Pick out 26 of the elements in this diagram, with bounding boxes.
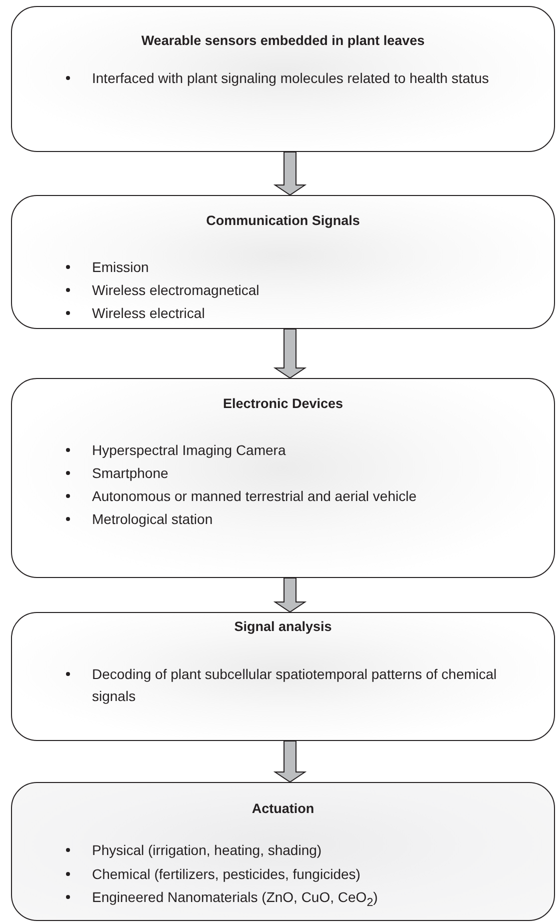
block-arrow: [273, 578, 307, 613]
bullet-text: Decoding of plant subcellular spatiotemporal patterns of chemical signals: [92, 665, 498, 706]
bullet-text: Autonomous or manned terrestrial and aerial vehicle: [92, 487, 418, 506]
box-heading: Electronic Devices: [222, 396, 344, 411]
block-arrow: [273, 328, 307, 379]
bullet-text: Interfaced with plant signaling molecules related to health status: [92, 69, 490, 88]
bullet-text: Chemical (fertilizers, pesticides, fungicides): [92, 865, 362, 884]
bullet-text: Engineered Nanomaterials (ZnO, CuO, CeO$_{2}$): [92, 888, 379, 911]
box-heading: Actuation: [250, 801, 316, 816]
box-heading: Signal analysis: [233, 619, 333, 634]
box-heading: Communication Signals: [205, 213, 361, 228]
rounded-process-box: [11, 612, 555, 741]
block-arrow: [273, 740, 307, 783]
bullet-text: Metrological station: [92, 510, 214, 529]
rounded-process-box: [11, 6, 555, 152]
rounded-process-box: [11, 782, 555, 921]
rounded-process-box: [11, 195, 555, 329]
rounded-process-box: [11, 378, 555, 578]
box-heading: Wearable sensors embedded in plant leaves: [140, 33, 426, 48]
block-arrow: [273, 152, 307, 196]
bullet-text: Smartphone: [92, 464, 170, 483]
bullet-text: Hyperspectral Imaging Camera: [92, 441, 287, 460]
bullet-text: Physical (irrigation, heating, shading): [92, 841, 323, 860]
bullet-text: Wireless electromagnetical: [92, 281, 260, 300]
bullet-text: Emission: [92, 258, 150, 277]
bullet-text: Wireless electrical: [92, 304, 206, 323]
